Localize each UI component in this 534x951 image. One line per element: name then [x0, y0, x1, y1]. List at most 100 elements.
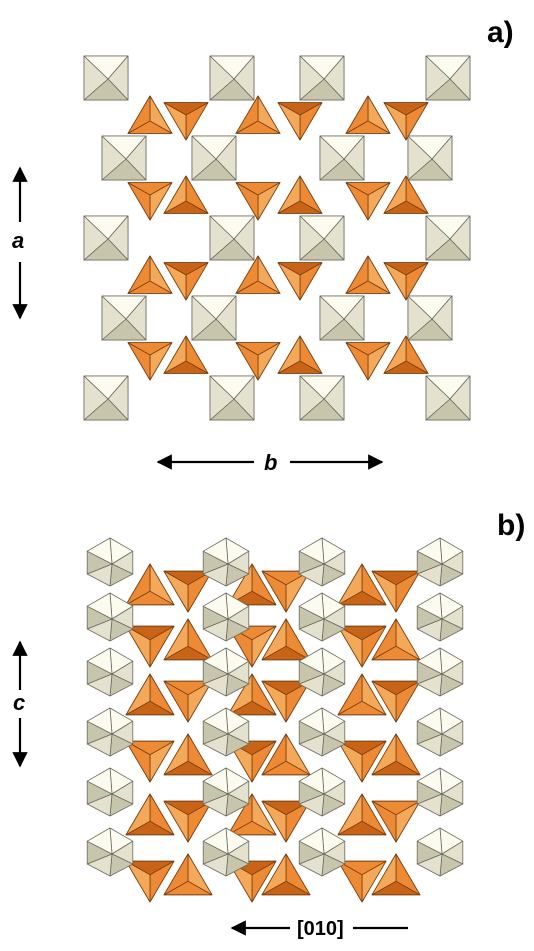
tetrahedron	[163, 680, 213, 723]
octahedron	[101, 135, 147, 181]
octahedron	[86, 647, 134, 697]
tetrahedron	[163, 570, 213, 613]
tetrahedron	[227, 793, 277, 836]
tetrahedron	[163, 800, 213, 843]
tetrahedron	[337, 625, 387, 668]
panel-b-label: b)	[497, 509, 525, 542]
octahedron	[202, 767, 250, 817]
tetrahedron	[371, 733, 421, 776]
axis-010-label: [010]	[297, 918, 344, 940]
octahedron	[299, 215, 345, 261]
tetrahedron	[227, 625, 277, 668]
octahedron	[202, 592, 250, 642]
panel-a: a) a b	[12, 16, 514, 475]
octahedron	[86, 827, 134, 877]
tetrahedron	[125, 563, 175, 606]
octahedron	[299, 55, 345, 101]
tetrahedron	[125, 673, 175, 716]
octahedron	[202, 647, 250, 697]
tetrahedron	[125, 625, 175, 668]
tetrahedron	[337, 793, 387, 836]
tetrahedron	[383, 335, 429, 374]
octahedron	[202, 707, 250, 757]
axis-b-label: b	[264, 450, 277, 475]
tetrahedron	[227, 563, 277, 606]
tetrahedron	[127, 182, 173, 221]
tetrahedron	[227, 860, 277, 903]
tetrahedron	[163, 733, 213, 776]
tetrahedron	[163, 262, 209, 301]
tetrahedron	[371, 618, 421, 661]
octahedron	[298, 592, 346, 642]
tetrahedron	[371, 853, 421, 896]
octahedron	[319, 135, 365, 181]
octahedron	[298, 647, 346, 697]
tetrahedron	[235, 342, 281, 381]
tetrahedron	[371, 570, 421, 613]
tetrahedron	[383, 102, 429, 141]
octahedron	[202, 827, 250, 877]
panel-a-label: a)	[487, 16, 514, 49]
octahedron	[425, 375, 471, 421]
tetrahedron	[261, 800, 311, 843]
tetrahedron	[277, 102, 323, 141]
tetrahedron	[261, 853, 311, 896]
tetrahedron	[125, 793, 175, 836]
tetrahedron	[163, 102, 209, 141]
tetrahedron	[345, 95, 391, 134]
tetrahedron	[163, 618, 213, 661]
tetrahedron	[383, 262, 429, 301]
tetrahedron	[261, 618, 311, 661]
tetrahedron	[227, 740, 277, 783]
octahedron	[299, 375, 345, 421]
panel-b-polyhedra-framework	[86, 537, 464, 903]
tetrahedron	[125, 740, 175, 783]
octahedron	[319, 295, 365, 341]
octahedron	[416, 707, 464, 757]
tetrahedron	[277, 335, 323, 374]
octahedron	[416, 827, 464, 877]
axis-c-label: c	[13, 690, 25, 715]
tetrahedron	[163, 335, 209, 374]
octahedron	[416, 647, 464, 697]
octahedron	[407, 295, 453, 341]
tetrahedron	[127, 255, 173, 294]
octahedron	[298, 767, 346, 817]
tetrahedron	[337, 673, 387, 716]
octahedron	[191, 295, 237, 341]
panel-a-polyhedra-framework	[83, 55, 471, 421]
octahedron	[298, 707, 346, 757]
octahedron	[83, 215, 129, 261]
tetrahedron	[127, 95, 173, 134]
tetrahedron	[371, 680, 421, 723]
octahedron	[83, 375, 129, 421]
octahedron	[416, 592, 464, 642]
octahedron	[191, 135, 237, 181]
tetrahedron	[277, 262, 323, 301]
octahedron	[416, 767, 464, 817]
tetrahedron	[345, 342, 391, 381]
tetrahedron	[345, 182, 391, 221]
octahedron	[209, 215, 255, 261]
octahedron	[86, 707, 134, 757]
tetrahedron	[163, 175, 209, 214]
tetrahedron	[235, 182, 281, 221]
tetrahedron	[163, 853, 213, 896]
octahedron	[101, 295, 147, 341]
axis-a-label: a	[12, 228, 24, 253]
tetrahedron	[125, 860, 175, 903]
tetrahedron	[277, 175, 323, 214]
octahedron	[202, 537, 250, 587]
tetrahedron	[127, 342, 173, 381]
tetrahedron	[261, 570, 311, 613]
octahedron	[209, 55, 255, 101]
octahedron	[425, 215, 471, 261]
tetrahedron	[337, 860, 387, 903]
tetrahedron	[371, 800, 421, 843]
tetrahedron	[261, 733, 311, 776]
octahedron	[209, 375, 255, 421]
octahedron	[83, 55, 129, 101]
octahedron	[86, 592, 134, 642]
octahedron	[298, 537, 346, 587]
